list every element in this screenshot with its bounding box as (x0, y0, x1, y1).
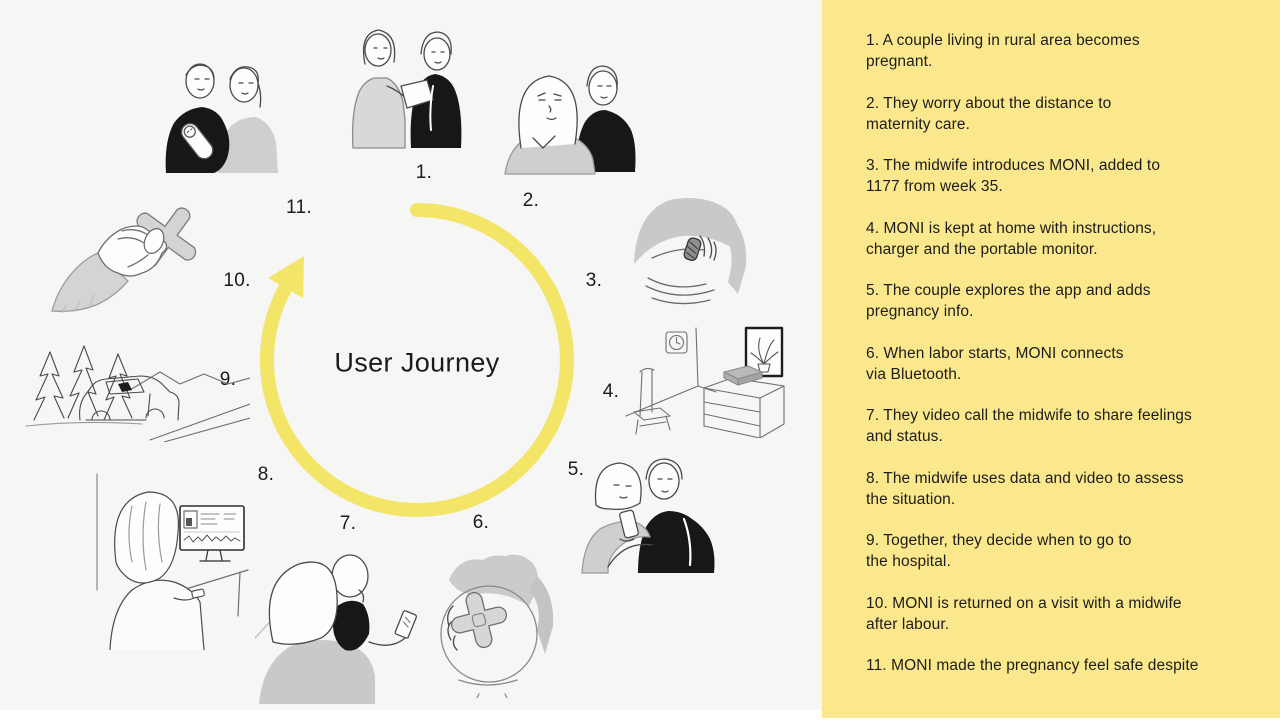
illustration-11-couple-with-baby (165, 63, 278, 173)
step-number-3: 3. (585, 270, 603, 291)
step-number-8: 8. (257, 464, 275, 485)
illustration-2-worried-couple (504, 65, 636, 175)
steps-description-panel: 1. A couple living in rural area becomes… (822, 0, 1280, 718)
step-description-5: 5. The couple explores the app and adds … (866, 282, 1151, 320)
illustration-6-belly-with-moni (440, 554, 554, 698)
step-number-9: 9. (219, 369, 237, 390)
step-number-2: 2. (522, 190, 540, 211)
diagram-title: User Journey (334, 347, 500, 378)
step-description-4: 4. MONI is kept at home with instruction… (866, 219, 1157, 258)
step-number-7: 7. (339, 513, 357, 534)
step-description-3: 3. The midwife introduces MONI, added to… (866, 157, 1161, 195)
step-number-10: 10. (223, 270, 251, 291)
journey-diagram-canvas: User Journey 1. 2. 3. 4. 5. 6. 7. 8. 9. … (0, 0, 822, 710)
step-description-9: 9. Together, they decide when to go to t… (866, 532, 1132, 570)
step-description-6: 6. When labor starts, MONI connects via … (866, 344, 1124, 383)
step-description-1: 1. A couple living in rural area becomes… (866, 32, 1140, 70)
step-description-10: 10. MONI is returned on a visit with a m… (866, 594, 1182, 633)
step-description-11: 11. MONI made the pregnancy feel safe de… (866, 657, 1199, 674)
step-number-6: 6. (472, 512, 490, 533)
step-description-8: 8. The midwife uses data and video to as… (866, 469, 1184, 508)
journey-cycle-arrow-icon (259, 203, 574, 517)
illustration-5-couple-with-phone (581, 458, 715, 574)
illustration-4-room-with-moni-box (625, 326, 785, 438)
illustration-3-monitor-on-belly (634, 198, 747, 305)
illustration-8-midwife-at-monitor (96, 473, 249, 650)
illustration-9-car-on-road (25, 345, 250, 442)
step-number-4: 4. (602, 381, 620, 402)
step-number-11: 11. (286, 197, 312, 218)
illustration-7-video-call-midwife (255, 554, 418, 704)
illustration-1-couple-reading-instructions (351, 29, 462, 149)
step-number-5: 5. (567, 459, 585, 480)
step-number-1: 1. (415, 162, 433, 183)
step-description-7: 7. They video call the midwife to share … (866, 407, 1192, 445)
illustration-10-hand-with-moni (51, 207, 197, 313)
step-description-2: 2. They worry about the distance to mate… (866, 94, 1112, 133)
